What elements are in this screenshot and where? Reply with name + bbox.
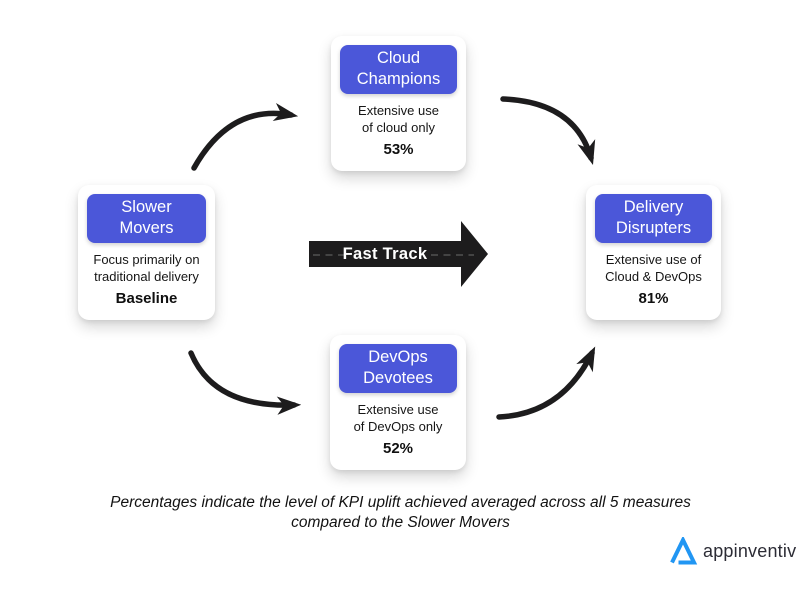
node-description: Extensive use of cloud only [358, 102, 439, 135]
node-value: Baseline [115, 290, 178, 308]
fast-track-label: Fast Track [342, 244, 428, 263]
node-description: Extensive use of DevOps only [353, 401, 443, 434]
node-slower-movers: Slower Movers Focus primarily on traditi… [78, 185, 215, 321]
node-title-badge: DevOps Devotees [339, 344, 457, 393]
node-title: Delivery Disrupters [615, 198, 692, 238]
node-cloud-champions: Cloud Champions Extensive use of cloud o… [331, 36, 466, 172]
node-devops-devotees: DevOps Devotees Extensive use of DevOps … [330, 335, 466, 471]
node-description: Focus primarily on traditional delivery [93, 251, 200, 284]
node-title: Cloud Champions [356, 49, 441, 89]
appinventiv-logo-text: appinventiv [703, 540, 797, 561]
footnote-caption: Percentages indicate the level of KPI up… [0, 493, 801, 533]
curved-arrow-slower-to-devops [188, 350, 302, 415]
node-description: Extensive use of Cloud & DevOps [605, 251, 702, 284]
appinventiv-triangle-icon [670, 537, 698, 565]
curved-arrow-slower-to-cloud [191, 102, 299, 171]
node-title-badge: Delivery Disrupters [595, 194, 712, 243]
appinventiv-logo: appinventiv [668, 537, 796, 565]
node-title: Slower Movers [119, 198, 174, 238]
node-value: 53% [383, 141, 414, 159]
curved-arrow-devops-to-delivery [496, 346, 596, 420]
node-delivery-disrupters: Delivery Disrupters Extensive use of Clo… [586, 185, 721, 321]
node-value: 81% [638, 290, 669, 308]
node-title-badge: Cloud Champions [340, 45, 457, 94]
curved-arrow-cloud-to-delivery [500, 96, 596, 165]
node-title-badge: Slower Movers [87, 194, 206, 243]
node-value: 52% [382, 440, 414, 458]
footnote-line-2: compared to the Slower Movers [291, 514, 510, 531]
node-title: DevOps Devotees [363, 348, 433, 388]
footnote-line-1: Percentages indicate the level of KPI up… [110, 494, 691, 511]
